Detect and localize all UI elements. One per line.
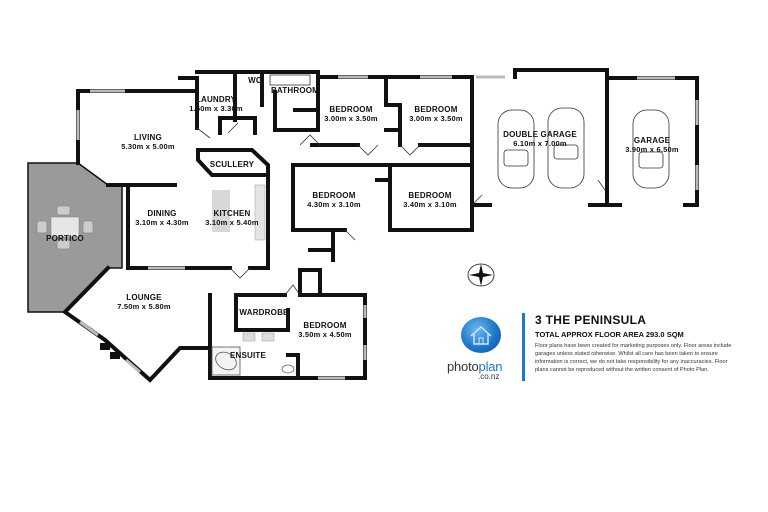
room-name: SCULLERY	[209, 160, 255, 169]
door-swings	[196, 122, 606, 296]
room-name: KITCHEN	[213, 209, 251, 218]
room-name: WARDROBE	[239, 308, 289, 317]
compass-rose-icon	[467, 263, 495, 287]
room-dimensions: 3.40m x 3.10m	[403, 200, 457, 209]
room-name: LAUNDRY	[195, 95, 237, 104]
room-dimensions: 4.30m x 3.10m	[307, 200, 361, 209]
room-name: ENSUITE	[229, 351, 267, 360]
room-dimensions: 3.10m x 5.40m	[205, 218, 259, 227]
brand-name-part1: photo	[447, 359, 479, 374]
outdoor-table-icon	[36, 205, 94, 250]
total-floor-area: TOTAL APPROX FLOOR AREA 293.0 SQM	[535, 330, 684, 339]
room-name: BATHROOM	[270, 86, 320, 95]
room-name: BEDROOM	[312, 191, 356, 200]
room-dimensions: 3.00m x 3.50m	[409, 114, 463, 123]
house-icon	[461, 317, 501, 353]
room-name: BEDROOM	[329, 105, 373, 114]
room-label-bathroom: BATHROOM	[271, 86, 319, 95]
room-name: DOUBLE GARAGE	[503, 130, 577, 139]
room-dimensions: 6.10m x 7.00m	[513, 139, 567, 148]
room-name: LOUNGE	[126, 293, 162, 302]
exterior-walls	[61, 68, 699, 383]
car-icons	[497, 107, 670, 189]
room-label-wc: WC	[248, 76, 262, 85]
room-name: GARAGE	[633, 136, 671, 145]
room-name: WC	[248, 76, 262, 85]
room-dimensions: 5.30m x 5.00m	[121, 142, 175, 151]
room-dimensions: 3.10m x 4.30m	[135, 218, 189, 227]
room-label-wardrobe: WARDROBE	[239, 308, 288, 317]
room-dimensions: 1.50m x 3.30m	[189, 104, 243, 113]
room-dimensions: 7.50m x 5.80m	[117, 302, 171, 311]
room-name: BEDROOM	[414, 105, 458, 114]
room-dimensions: 3.00m x 3.50m	[324, 114, 378, 123]
legend-divider	[522, 313, 525, 381]
room-name: BEDROOM	[408, 191, 452, 200]
brand-logo: photoplan	[447, 359, 503, 374]
room-dimensions: 3.90m x 6.50m	[625, 145, 679, 154]
room-name: BEDROOM	[303, 321, 347, 330]
disclaimer-text: Floor plans have been created for market…	[535, 343, 732, 373]
brand-name-part2: plan	[478, 359, 503, 374]
room-dimensions: 3.50m x 4.50m	[298, 330, 352, 339]
room-name: LIVING	[134, 133, 162, 142]
room-name: DINING	[147, 209, 177, 218]
room-label-scullery: SCULLERY	[210, 160, 254, 169]
room-label-ensuite: ENSUITE	[230, 351, 266, 360]
brand-domain: .co.nz	[478, 372, 500, 381]
room-label-portico: PORTICO	[46, 234, 84, 243]
room-name: PORTICO	[46, 234, 84, 243]
portico-area	[27, 162, 123, 313]
property-title: 3 THE PENINSULA	[535, 313, 647, 327]
